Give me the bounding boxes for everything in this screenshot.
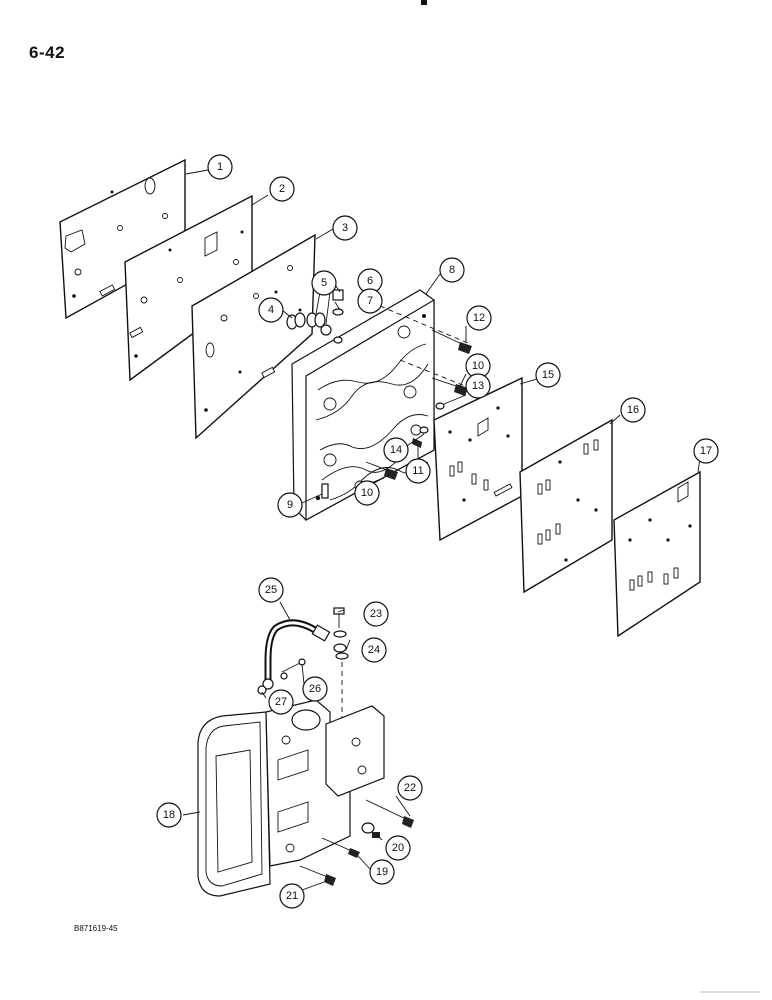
callout-label: 11 xyxy=(412,465,423,477)
callout-label: 18 xyxy=(163,809,175,821)
callout-label: 6 xyxy=(367,275,373,287)
gasket-plate-16 xyxy=(519,418,613,594)
callout-label: 15 xyxy=(542,369,554,381)
spring-5 xyxy=(306,312,332,336)
callout-5: 5 xyxy=(311,270,337,296)
bolt-19 xyxy=(321,837,360,858)
callout-label: 22 xyxy=(404,782,416,794)
callout-21: 21 xyxy=(279,883,305,909)
callout-label: 24 xyxy=(368,644,380,656)
callout-label: 9 xyxy=(287,499,293,511)
nut-27 xyxy=(257,685,267,695)
callout-17: 17 xyxy=(693,438,719,464)
callout-19: 19 xyxy=(369,859,395,885)
callout-label: 26 xyxy=(309,683,321,695)
callout-label: 8 xyxy=(449,264,455,276)
figure-code: B871619-45 xyxy=(74,924,118,933)
plug-20 xyxy=(361,822,380,838)
gasket-plate-3 xyxy=(191,233,316,440)
callout-label: 23 xyxy=(370,608,382,620)
bolt-22 xyxy=(365,799,414,828)
pin-9 xyxy=(321,483,329,499)
callout-label: 13 xyxy=(472,380,484,392)
callout-label: 20 xyxy=(392,842,404,854)
callout-2: 2 xyxy=(269,176,295,202)
callout-label: 27 xyxy=(275,696,287,708)
callout-27: 27 xyxy=(268,689,294,715)
callout-24: 24 xyxy=(361,637,387,663)
callout-20: 20 xyxy=(385,835,411,861)
callout-label: 16 xyxy=(627,404,639,416)
gasket-plate-1 xyxy=(59,158,186,320)
callout-22: 22 xyxy=(397,775,423,801)
callout-13: 13 xyxy=(465,373,491,399)
bolt-12 xyxy=(431,329,472,354)
hydraulic-tube-25 xyxy=(262,619,347,690)
callout-label: 17 xyxy=(700,445,712,457)
callout-14: 14 xyxy=(383,437,409,463)
washer-14 xyxy=(419,426,429,434)
callout-3: 3 xyxy=(332,215,358,241)
callout-label: 10 xyxy=(472,360,484,372)
bolt-10-upper xyxy=(431,377,468,396)
bolt-23 xyxy=(333,607,345,628)
callout-10-lower: 10 xyxy=(354,480,380,506)
bolt-21 xyxy=(299,865,336,886)
callout-16: 16 xyxy=(620,397,646,423)
page-number: 6-42 xyxy=(29,43,66,62)
separator-plate-17 xyxy=(613,470,701,638)
washer-13 xyxy=(435,402,445,410)
callout-label: 2 xyxy=(279,183,285,195)
bolt-26 xyxy=(280,658,306,680)
callout-label: 7 xyxy=(367,295,373,307)
spring-4 xyxy=(286,312,306,330)
callout-label: 21 xyxy=(286,890,298,902)
separator-plate-15 xyxy=(433,376,523,542)
callout-8: 8 xyxy=(439,257,465,283)
callout-23: 23 xyxy=(363,601,389,627)
callout-label: 5 xyxy=(321,277,327,289)
callout-15: 15 xyxy=(535,362,561,388)
callout-12: 12 xyxy=(466,305,492,331)
callout-4: 4 xyxy=(258,297,284,323)
page-top-mark xyxy=(421,0,427,5)
callout-11: 11 xyxy=(405,458,431,484)
callout-label: 1 xyxy=(217,161,223,173)
oring-7 xyxy=(332,308,344,344)
callout-25: 25 xyxy=(258,577,284,603)
bolt-10-lower xyxy=(365,461,398,480)
callout-label: 4 xyxy=(268,304,274,316)
callout-1: 1 xyxy=(207,154,233,180)
callout-label: 19 xyxy=(376,866,388,878)
plug-6 xyxy=(332,289,344,301)
callout-18: 18 xyxy=(156,802,182,828)
callout-label: 14 xyxy=(390,444,402,456)
valve-housing-18 xyxy=(197,699,385,897)
washers-24 xyxy=(333,630,349,660)
gasket-plate-2 xyxy=(124,194,253,382)
callout-26: 26 xyxy=(302,676,328,702)
callout-10-upper: 10 xyxy=(465,353,491,379)
callout-label: 3 xyxy=(342,222,348,234)
callout-7: 7 xyxy=(357,288,383,314)
callout-label: 25 xyxy=(265,584,277,596)
callout-label: 10 xyxy=(361,487,373,499)
callout-9: 9 xyxy=(277,492,303,518)
callout-label: 12 xyxy=(473,312,485,324)
